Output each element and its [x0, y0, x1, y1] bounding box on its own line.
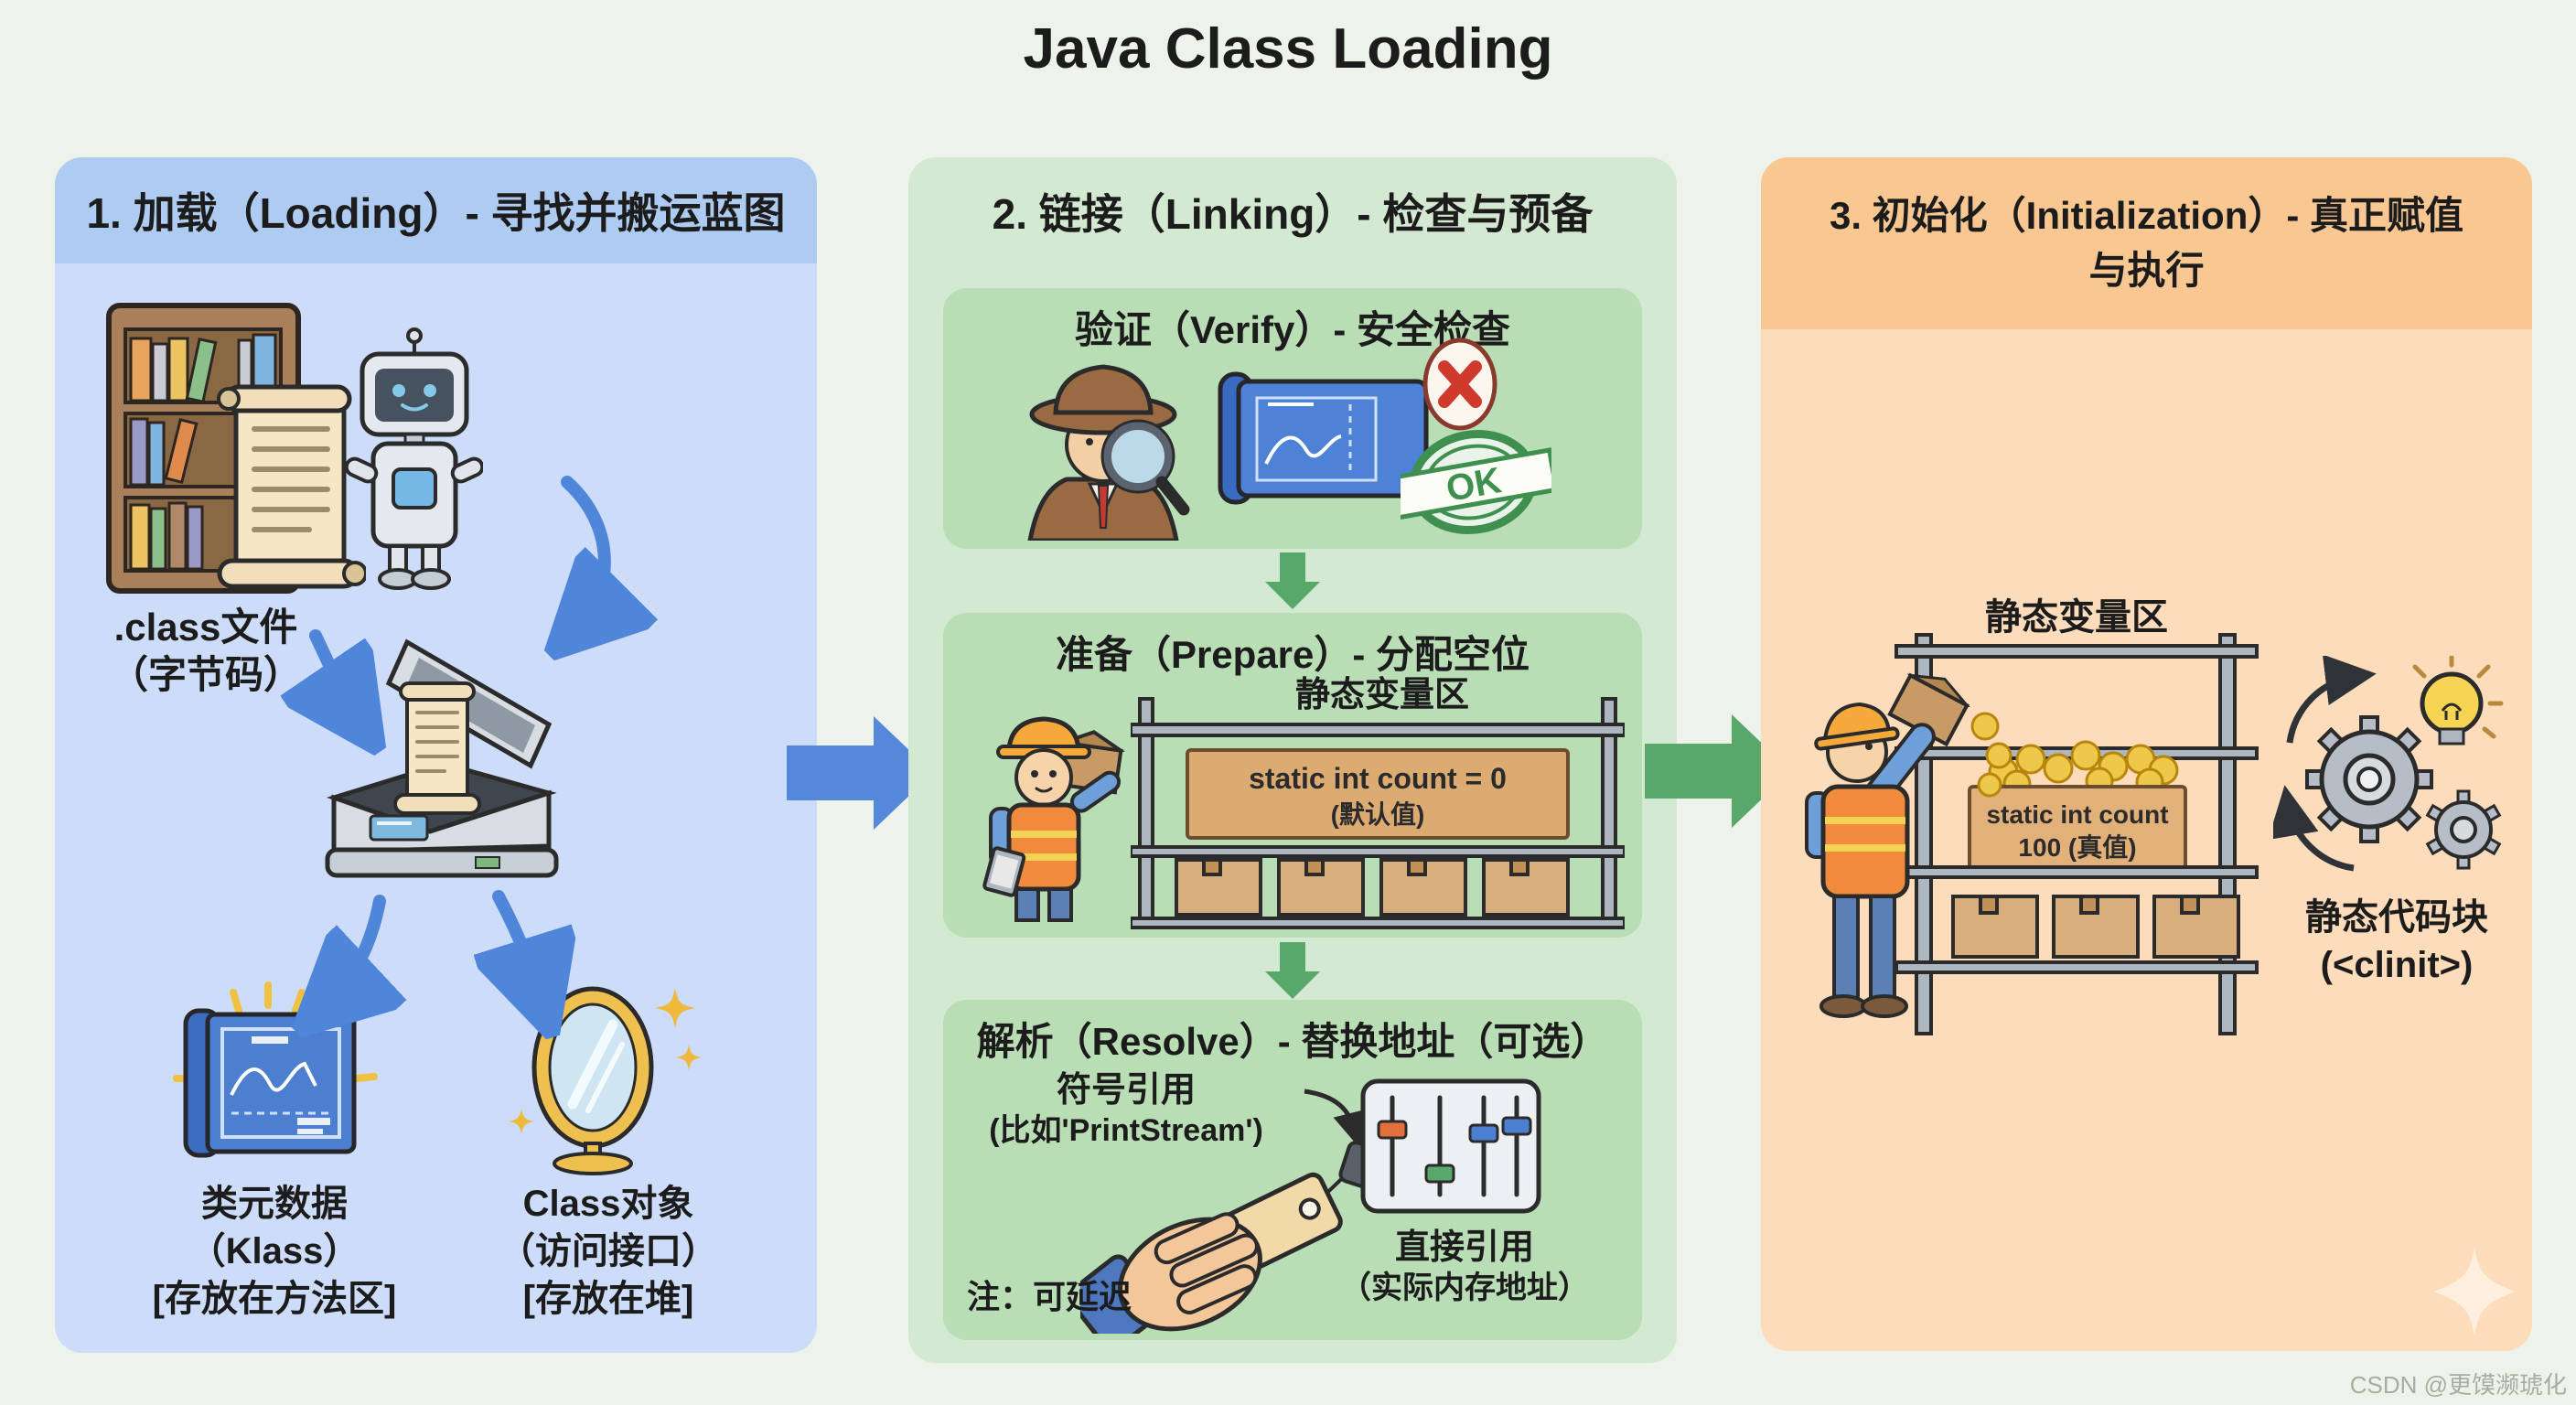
init-sign-line2: 100 (真值)	[2018, 833, 2136, 862]
ok-stamp-icon: OK	[1401, 430, 1551, 535]
warehouse-worker-icon	[982, 716, 1125, 922]
panel-initialization: 3. 初始化（Initialization）- 真正赋值 与执行 静态变量区 s…	[1761, 157, 2532, 1351]
init-shelf-icon: static int count 100 (真值)	[1894, 633, 2259, 1035]
prepare-title: 准备（Prepare）- 分配空位	[1055, 633, 1530, 676]
clinit-label: 静态代码块 (<clinit>)	[2305, 897, 2488, 985]
detective-icon	[1027, 364, 1190, 541]
init-worker-icon	[1805, 672, 2012, 1018]
arrow-linking-to-initialization	[1645, 714, 1791, 828]
scanner-icon	[325, 638, 559, 878]
prepare-shelf-icon: static int count = 0 (默认值)	[1131, 697, 1625, 929]
panel-loading: 1. 加载（Loading）- 寻找并搬运蓝图	[55, 157, 817, 1353]
panel-loading-header: 1. 加载（Loading）- 寻找并搬运蓝图	[55, 157, 817, 263]
arrow-verify-to-prepare	[1265, 552, 1320, 609]
symbol-reference-label: 符号引用 (比如'PrintStream')	[989, 1071, 1263, 1148]
ok-stamp-text: OK	[1444, 460, 1505, 509]
class-file-label: .class文件 （字节码）	[109, 606, 302, 696]
prepare-static-area-label: 静态变量区	[1294, 676, 1469, 714]
resolve-title: 解析（Resolve）- 替换地址（可选）	[976, 1020, 1609, 1063]
panel-initialization-header: 3. 初始化（Initialization）- 真正赋值 与执行	[1761, 157, 2532, 329]
arrow-loading-to-linking	[787, 716, 933, 830]
verify-card: 验证（Verify）- 安全检查	[943, 288, 1642, 549]
prepare-sign-line1: static int count = 0	[1249, 762, 1507, 795]
error-x-badge-icon	[1422, 338, 1497, 431]
classloader-robot-icon	[346, 327, 483, 590]
resolve-card: 解析（Resolve）- 替换地址（可选） 符号引用 (比如'PrintStre…	[943, 1000, 1642, 1340]
resolve-note: 注：可延迟	[967, 1278, 1132, 1315]
page-title: Java Class Loading	[1023, 17, 1553, 80]
direct-reference-label: 直接引用 （实际内存地址）	[1340, 1228, 1589, 1305]
clinit-gears-icon	[2273, 656, 2504, 872]
klass-blueprint-icon	[173, 981, 378, 1158]
panel-linking-header: 2. 链接（Linking）- 检查与预备	[992, 190, 1594, 238]
prepare-card: 准备（Prepare）- 分配空位 静态变量区	[943, 613, 1642, 938]
address-mixer-icon	[1360, 1078, 1541, 1214]
bytecode-scroll-icon	[217, 384, 366, 589]
class-object-mirror-icon	[509, 986, 702, 1175]
watermark: CSDN @更馍濒琥化	[2349, 1371, 2567, 1399]
sparkle-icon	[2433, 1248, 2516, 1335]
arrow-prepare-to-resolve	[1265, 942, 1320, 999]
panel-linking: 2. 链接（Linking）- 检查与预备 验证（Verify）- 安全检查	[908, 157, 1677, 1363]
klass-label: 类元数据 （Klass） [存放在方法区]	[152, 1184, 397, 1319]
verify-title: 验证（Verify）- 安全检查	[1074, 308, 1511, 351]
init-sign-line1: static int count	[1986, 800, 2168, 829]
class-object-label: Class对象 （访问接口） [存放在堆]	[499, 1184, 718, 1319]
init-static-area-label: 静态变量区	[1985, 597, 2168, 638]
prepare-sign-line2: (默认值)	[1331, 800, 1425, 829]
